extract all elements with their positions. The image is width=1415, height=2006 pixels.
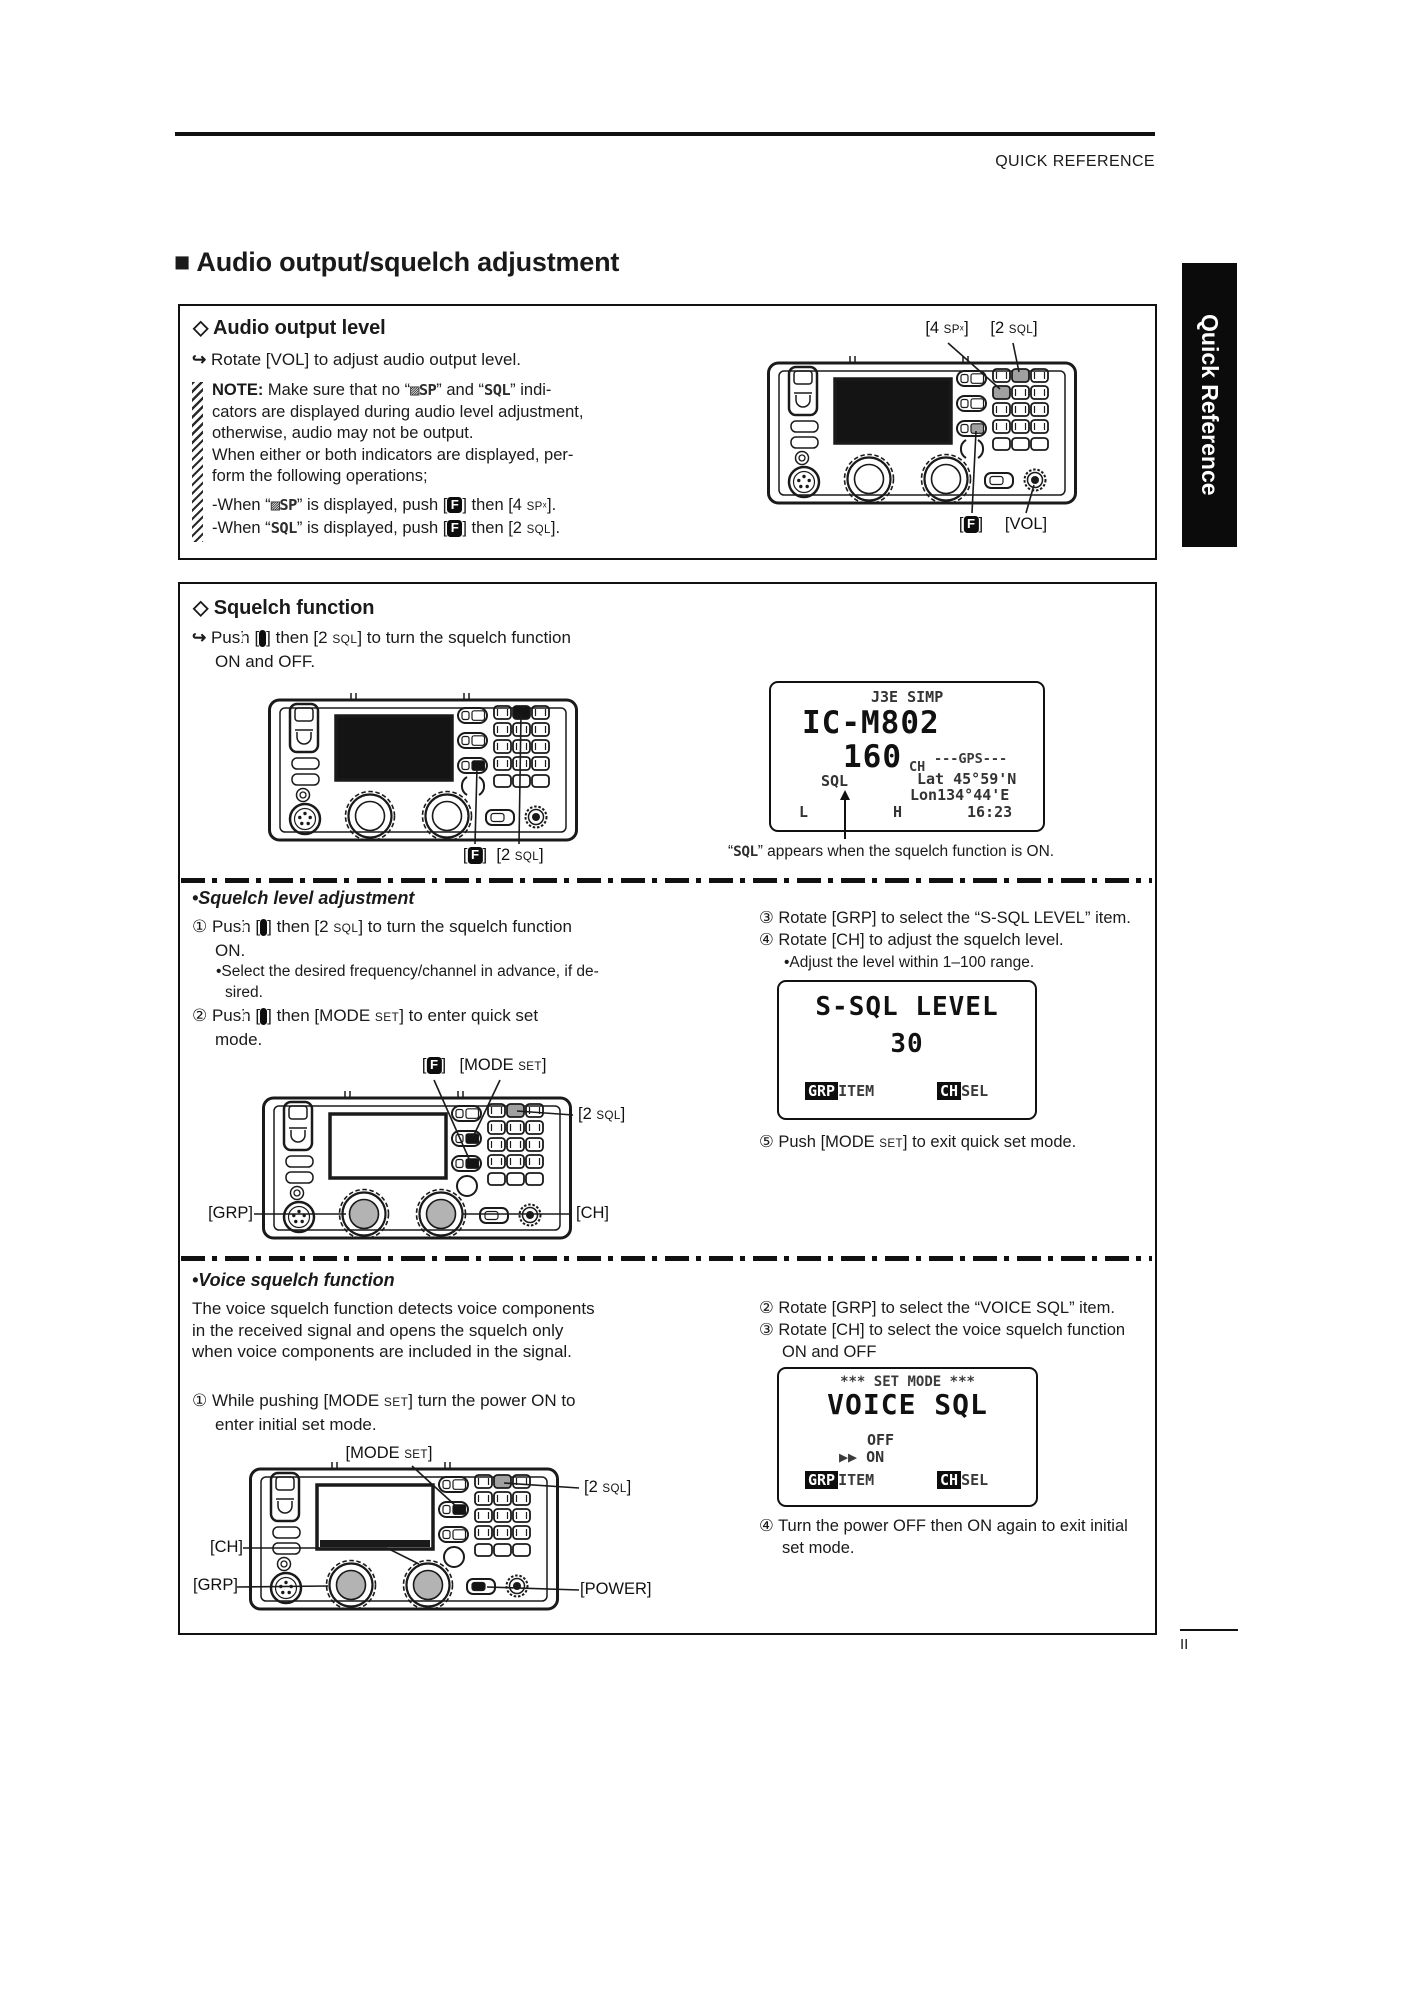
lcd-latitude: Lat 45°59'N	[917, 770, 1017, 788]
key-label-mode-set: [MODE SET]	[459, 1056, 547, 1074]
softkey-grp-key: GRP	[805, 1082, 839, 1100]
page-header: QUICK REFERENCE	[995, 153, 1155, 170]
note-when-sp: -When “▨SP” is displayed, push [F] then …	[212, 495, 557, 514]
key-label-4sp: [4 SPˣ]	[925, 319, 969, 337]
squelch-instruction: ↪ Push [F] then [2 SQL] to turn the sque…	[192, 628, 571, 671]
lcd-l-indicator: L	[799, 803, 809, 821]
radio-front-panel-drawing	[254, 1079, 574, 1240]
lcd-option-off: OFF	[867, 1431, 895, 1449]
sql-pointer-arrow-icon	[840, 790, 850, 800]
page-title: ■ Audio output/squelch adjustment	[174, 247, 620, 277]
side-tab-label: Quick Reference	[1197, 314, 1223, 496]
voice-step-3: ③ Rotate [CH] to select the voice squelc…	[759, 1321, 1126, 1361]
radio-front-panel-figure-level: [F] [MODE SET] [2 SQL] [GRP] [CH]	[197, 1052, 632, 1252]
lcd-option-on: ON	[866, 1448, 885, 1466]
page-number-rule	[1180, 1629, 1238, 1631]
audio-heading: ◇ Audio output level	[193, 317, 386, 339]
level-step-5: ⑤ Push [MODE SET] to exit quick set mode…	[759, 1133, 1077, 1151]
key-label-f: [F]	[462, 846, 488, 864]
softkey-grp-fn: ITEM	[838, 1471, 875, 1489]
lcd-title: VOICE SQL	[827, 1388, 988, 1421]
lcd-value: 30	[890, 1029, 924, 1059]
note-block: NOTE: Make sure that no “▨SP” and “SQL” …	[192, 380, 674, 542]
radio-front-panel-drawing	[767, 342, 1077, 514]
side-tab-quick-reference: Quick Reference	[1182, 263, 1237, 547]
level-step-2: ② Push [F] then [MODE SET] to enter quic…	[192, 1006, 539, 1049]
lcd-main-screen: J3E SIMP IC-M802 160 CH ---GPS--- SQL La…	[769, 681, 1045, 832]
level-step-1: ① Push [F] then [2 SQL] to turn the sque…	[192, 917, 572, 960]
level-step-4: ④ Rotate [CH] to adjust the squelch leve…	[759, 931, 1064, 949]
radio-front-panel-drawing	[236, 1462, 580, 1611]
voice-heading: •Voice squelch function	[192, 1270, 395, 1290]
section-divider	[181, 1256, 1152, 1261]
radio-front-panel-figure-audio: [4 SPˣ] [2 SQL] [F] [VOL]	[742, 317, 1082, 547]
lcd-channel: 160	[843, 739, 902, 775]
lcd-h-indicator: H	[893, 803, 903, 821]
voice-intro: The voice squelch function detects voice…	[192, 1299, 595, 1361]
key-label-2sql: [2 SQL]	[584, 1478, 632, 1496]
level-step-3: ③ Rotate [GRP] to select the “S-SQL LEVE…	[759, 909, 1131, 927]
softkey-ch-key: CH	[937, 1471, 962, 1489]
sql-pointer-line	[844, 799, 846, 839]
radio-front-panel-figure-voice: [MODE SET] [2 SQL] [CH] [GRP] [POWER]	[187, 1444, 652, 1639]
audio-instruction: ↪ Rotate [VOL] to adjust audio output le…	[192, 350, 521, 369]
lcd-channel-unit: CH	[909, 759, 926, 775]
note-paragraph-2: When either or both indicators are displ…	[212, 445, 574, 486]
softkey-grp-fn: ITEM	[838, 1082, 875, 1100]
button-label-power: [POWER]	[580, 1580, 652, 1598]
key-label-f: [F]	[958, 515, 984, 533]
radio-front-panel-drawing	[268, 693, 578, 845]
key-label-mode-set: [MODE SET]	[345, 1444, 433, 1462]
knob-label-vol: [VOL]	[1004, 515, 1048, 533]
squelch-function-box: ◇ Squelch function ↪ Push [F] then [2 SQ…	[178, 582, 1157, 1635]
softkey-ch-fn: SEL	[961, 1082, 989, 1100]
lcd-caption: “SQL” appears when the squelch function …	[728, 843, 1055, 860]
key-label-2sql: [2 SQL]	[496, 846, 544, 864]
level-step-1-note: •Select the desired frequency/channel in…	[216, 963, 599, 1001]
lcd-time: 16:23	[967, 803, 1013, 821]
squelch-heading: ◇ Squelch function	[193, 597, 375, 619]
lcd-radio-name: IC-M802	[802, 705, 940, 741]
audio-output-level-box: ◇ Audio output level ↪ Rotate [VOL] to a…	[178, 304, 1157, 560]
knob-label-grp: [GRP]	[208, 1204, 253, 1222]
lcd-longitude: Lon134°44'E	[910, 786, 1010, 804]
page-number: II	[1180, 1636, 1189, 1653]
section-divider	[181, 878, 1152, 883]
level-step-4-note: •Adjust the level within 1–100 range.	[784, 954, 1035, 971]
key-label-2sql: [2 SQL]	[578, 1105, 626, 1123]
lcd-mode-line: J3E SIMP	[871, 688, 944, 706]
level-heading: •Squelch level adjustment	[192, 888, 415, 908]
lcd-cursor-icon: ▶▶	[839, 1448, 858, 1466]
lcd-set-mode-header: *** SET MODE ***	[840, 1374, 975, 1390]
lcd-gps-header: ---GPS---	[934, 751, 1008, 767]
knob-label-ch: [CH]	[576, 1204, 609, 1222]
knob-label-grp: [GRP]	[193, 1576, 238, 1594]
note-when-sql: -When “SQL” is displayed, push [F] then …	[212, 519, 561, 537]
softkey-ch-key: CH	[937, 1082, 962, 1100]
knob-label-ch: [CH]	[210, 1538, 243, 1556]
voice-step-2: ② Rotate [GRP] to select the “VOICE SQL”…	[759, 1299, 1115, 1317]
lcd-sql-indicator: SQL	[821, 772, 849, 790]
lcd-option-on-row: ▶▶ ON	[839, 1448, 884, 1466]
softkey-grp-key: GRP	[805, 1471, 839, 1489]
key-label-f: [F]	[421, 1056, 447, 1074]
key-label-2sql: [2 SQL]	[990, 319, 1038, 337]
softkey-ch-fn: SEL	[961, 1471, 989, 1489]
note-paragraph-1: NOTE: Make sure that no “▨SP” and “SQL” …	[212, 381, 584, 442]
lcd-title: S-SQL LEVEL	[815, 992, 999, 1022]
lcd-voice-sql-screen: *** SET MODE *** VOICE SQL OFF ▶▶ ON GRP…	[777, 1367, 1038, 1507]
voice-step-1: ① While pushing [MODE SET] turn the powe…	[192, 1391, 576, 1434]
top-rule	[175, 132, 1155, 136]
voice-step-4: ④ Turn the power OFF then ON again to ex…	[759, 1517, 1128, 1557]
level-steps-left: ① Push [F] then [2 SQL] to turn the sque…	[192, 916, 727, 1050]
radio-front-panel-figure-squelch: [F] [2 SQL]	[252, 680, 592, 880]
